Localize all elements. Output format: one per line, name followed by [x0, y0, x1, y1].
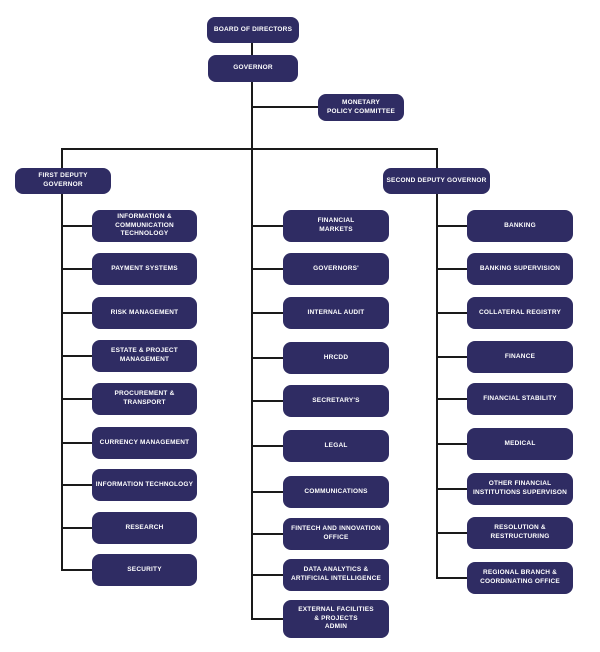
connector-line — [436, 312, 467, 314]
second-deputy-dept-node: REGIONAL BRANCH & COORDINATING OFFICE — [467, 562, 573, 594]
connector-line — [61, 268, 92, 270]
connector-line — [436, 148, 438, 579]
governor-dept-node: DATA ANALYTICS & ARTIFICIAL INTELLIGENCE — [283, 559, 389, 591]
connector-line — [251, 43, 253, 55]
first-deputy-dept-node: PAYMENT SYSTEMS — [92, 253, 197, 285]
first-deputy-dept-node: RESEARCH — [92, 512, 197, 544]
connector-line — [251, 357, 283, 359]
connector-line — [436, 577, 467, 579]
connector-line — [61, 148, 438, 150]
connector-line — [61, 312, 92, 314]
connector-line — [251, 574, 283, 576]
connector-line — [61, 442, 92, 444]
second-deputy-dept-node: FINANCE — [467, 341, 573, 373]
governor-dept-node: FINTECH AND INNOVATION OFFICE — [283, 518, 389, 550]
second-deputy-dept-node: COLLATERAL REGISTRY — [467, 297, 573, 329]
second-deputy-dept-node: RESOLUTION & RESTRUCTURING — [467, 517, 573, 549]
connector-line — [61, 398, 92, 400]
governor-dept-node: COMMUNICATIONS — [283, 476, 389, 508]
connector-line — [251, 268, 283, 270]
governor-dept-node: HRCDD — [283, 342, 389, 374]
connector-line — [252, 106, 318, 108]
second-deputy-dept-node: BANKING SUPERVISION — [467, 253, 573, 285]
first-deputy-dept-node: INFORMATION TECHNOLOGY — [92, 469, 197, 501]
second-deputy-dept-node: FINANCIAL STABILITY — [467, 383, 573, 415]
connector-line — [61, 148, 63, 571]
connector-line — [436, 532, 467, 534]
connector-line — [61, 484, 92, 486]
second-deputy-dept-node: OTHER FINANCIAL INSTITUTIONS SUPERVISON — [467, 473, 573, 505]
connector-line — [436, 398, 467, 400]
connector-line — [61, 225, 92, 227]
connector-line — [251, 533, 283, 535]
connector-line — [251, 491, 283, 493]
connector-line — [251, 81, 253, 620]
governor-dept-node: SECRETARY'S — [283, 385, 389, 417]
connector-line — [61, 527, 92, 529]
second-deputy-dept-node: BANKING — [467, 210, 573, 242]
first-deputy-dept-node: INFORMATION & COMMUNICATION TECHNOLOGY — [92, 210, 197, 242]
connector-line — [436, 356, 467, 358]
governor-dept-node: GOVERNORS' — [283, 253, 389, 285]
first-deputy-governor-node: FIRST DEPUTY GOVERNOR — [15, 168, 111, 194]
first-deputy-dept-node: SECURITY — [92, 554, 197, 586]
board-of-directors-node: BOARD OF DIRECTORS — [207, 17, 299, 43]
governor-node: GOVERNOR — [208, 55, 298, 82]
monetary-policy-committee-node: MONETARY POLICY COMMITTEE — [318, 94, 404, 121]
connector-line — [251, 618, 283, 620]
connector-line — [436, 268, 467, 270]
connector-line — [61, 569, 92, 571]
first-deputy-dept-node: PROCUREMENT & TRANSPORT — [92, 383, 197, 415]
governor-dept-node: LEGAL — [283, 430, 389, 462]
connector-line — [61, 355, 92, 357]
connector-line — [436, 488, 467, 490]
connector-line — [436, 225, 467, 227]
first-deputy-dept-node: RISK MANAGEMENT — [92, 297, 197, 329]
first-deputy-dept-node: ESTATE & PROJECT MANAGEMENT — [92, 340, 197, 372]
second-deputy-governor-node: SECOND DEPUTY GOVERNOR — [383, 168, 490, 194]
connector-line — [251, 312, 283, 314]
connector-line — [251, 400, 283, 402]
connector-line — [251, 225, 283, 227]
governor-dept-node: EXTERNAL FACILITIES & PROJECTS ADMIN — [283, 600, 389, 638]
second-deputy-dept-node: MEDICAL — [467, 428, 573, 460]
connector-line — [251, 445, 283, 447]
first-deputy-dept-node: CURRENCY MANAGEMENT — [92, 427, 197, 459]
connector-line — [436, 443, 467, 445]
governor-dept-node: FINANCIAL MARKETS — [283, 210, 389, 242]
governor-dept-node: INTERNAL AUDIT — [283, 297, 389, 329]
